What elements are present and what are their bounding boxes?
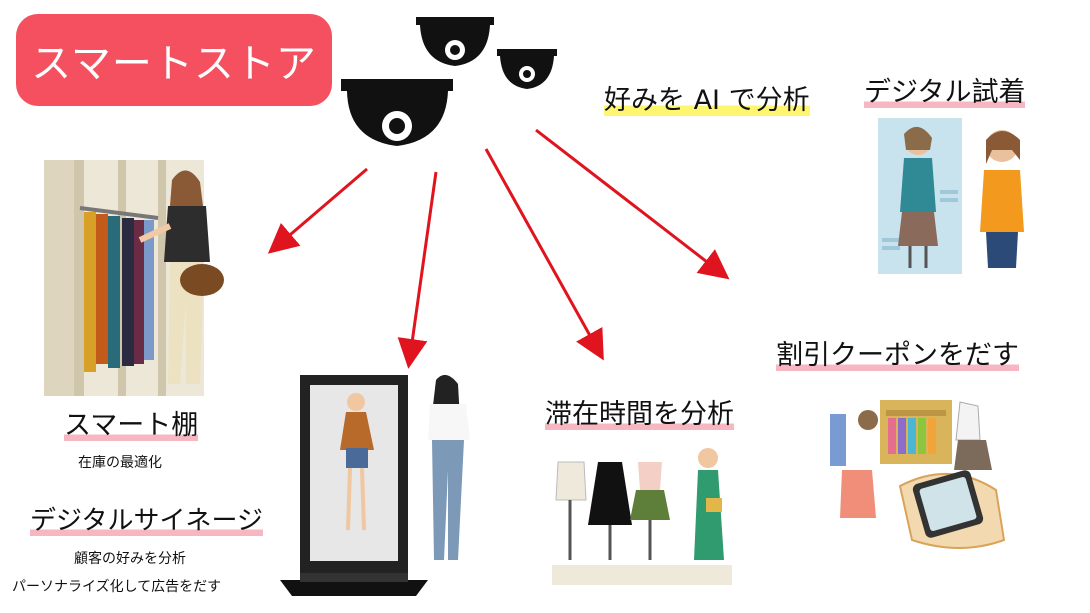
smartphone-shopping-icon [830, 400, 1006, 549]
signage-display-icon [280, 374, 470, 596]
ai-analysis-label: 好みを AI で分析 [604, 85, 810, 116]
security-camera-icon [416, 17, 494, 66]
arrow-to-coupon [535, 128, 730, 280]
arrows [267, 128, 730, 369]
clothing-rack-icon [44, 160, 224, 396]
digital-fitting-label: デジタル試着 [864, 77, 1026, 108]
digital-signage-label: デジタルサイネージ [30, 506, 263, 536]
arrow-to-dwell [484, 148, 604, 361]
dwell-time-label: 滞在時間を分析 [545, 399, 734, 430]
digital-signage-desc2: パーソナライズ化して広告をだす [12, 579, 222, 595]
smart-shelf-desc: 在庫の最適化 [78, 455, 162, 471]
coupon-label: 割引クーポンをだす [776, 340, 1019, 371]
store-title-badge: スマートストア [16, 14, 332, 106]
digital-signage-desc1: 顧客の好みを分析 [74, 551, 186, 567]
page-title: スマートストア [31, 41, 317, 87]
mirror-icon [878, 118, 1024, 274]
smart-shelf-label: スマート棚 [64, 410, 199, 441]
mannequin-icon [552, 448, 732, 585]
arrow-to-signage [397, 171, 438, 369]
arrow-to-shelf [267, 167, 368, 254]
security-camera-icon [341, 79, 453, 146]
security-camera-icon [497, 49, 557, 89]
